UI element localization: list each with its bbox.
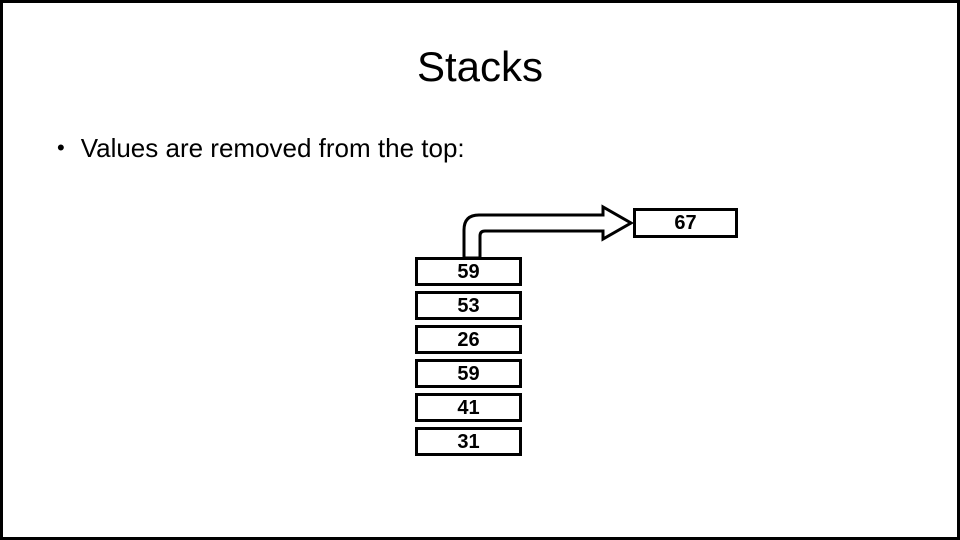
popped-value: 67: [674, 212, 697, 234]
stack-cell: 26: [415, 325, 522, 354]
popped-value-box: 67: [633, 208, 738, 238]
stack-cell: 31: [415, 427, 522, 456]
stack-cell: 41: [415, 393, 522, 422]
bullet-text: Values are removed from the top:: [80, 133, 465, 163]
stack-cell-value: 59: [457, 362, 480, 385]
bullet-marker: •: [57, 135, 65, 160]
stack-cell-value: 31: [457, 430, 480, 453]
bullet-line: • Values are removed from the top:: [57, 133, 465, 164]
stack-cell-value: 53: [457, 294, 480, 317]
stack-cell: 53: [415, 291, 522, 320]
stack-cell: 59: [415, 359, 522, 388]
stack-cell-value: 26: [457, 328, 480, 351]
stack-cell-value: 41: [457, 396, 480, 419]
stack-diagram: 59 53 26 59 41 31: [415, 257, 522, 456]
stack-cell: 59: [415, 257, 522, 286]
stack-cell-value: 59: [457, 260, 480, 283]
page-title: Stacks: [416, 43, 544, 90]
